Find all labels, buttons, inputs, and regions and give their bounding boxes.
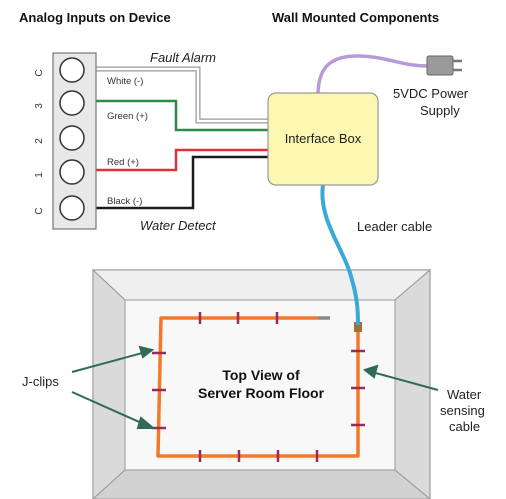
terminal-label-c-top: C: [34, 69, 45, 76]
sensing-label-line2: sensing: [440, 403, 485, 418]
terminal-c-top: [59, 57, 85, 83]
heading-wall-components: Wall Mounted Components: [272, 10, 439, 25]
interface-box: [267, 92, 379, 186]
server-room: [91, 268, 432, 499]
cable-connector: [354, 322, 362, 332]
terminal-block: [52, 52, 97, 230]
power-cord: [316, 54, 429, 96]
terminal-3: [59, 90, 85, 116]
power-supply-label-line1: 5VDC Power: [393, 86, 469, 101]
floor-label-line1: Top View of: [222, 367, 300, 383]
room-wall-right: [394, 268, 431, 499]
room-wall-left: [92, 268, 126, 499]
room-wall-top: [91, 269, 432, 301]
room-wall-bottom: [92, 469, 431, 499]
leader-cable-label: Leader cable: [357, 219, 432, 234]
terminal-1: [59, 159, 85, 185]
red-wire: [84, 148, 268, 172]
j-clips-label: J-clips: [22, 374, 59, 389]
white-wire-label: White (-): [107, 76, 143, 87]
room-floor: [124, 299, 396, 471]
water-detect-label: Water Detect: [140, 218, 217, 233]
sensing-label-line1: Water: [447, 387, 482, 402]
terminal-c-bottom: [59, 195, 85, 221]
sensing-label-line3: cable: [449, 419, 480, 434]
green-wire: [84, 99, 268, 132]
j-clips-arrows: [71, 345, 156, 429]
terminal-labels: C 3 2 1 C: [34, 69, 45, 214]
terminal-2: [59, 125, 85, 151]
black-wire-label: Black (-): [107, 196, 142, 207]
black-wire: [84, 155, 268, 210]
heading-analog-inputs: Analog Inputs on Device: [19, 10, 171, 25]
power-supply-label-line2: Supply: [420, 103, 460, 118]
terminal-label-c-bottom: C: [34, 207, 45, 214]
green-wire-label: Green (+): [107, 111, 148, 122]
white-wire: [84, 67, 268, 123]
terminal-label-2: 2: [34, 138, 45, 144]
floor-label-line2: Server Room Floor: [198, 385, 325, 401]
fault-alarm-label: Fault Alarm: [150, 50, 216, 65]
terminal-label-1: 1: [34, 172, 45, 178]
red-wire-label: Red (+): [107, 157, 139, 168]
interface-box-label: Interface Box: [285, 131, 362, 146]
leader-cable: [320, 184, 360, 326]
sensing-arrow: [362, 364, 439, 391]
power-plug-icon: [426, 55, 462, 76]
wiring: [84, 66, 268, 210]
water-sensing-cable: [156, 316, 362, 458]
terminal-label-3: 3: [34, 103, 45, 109]
